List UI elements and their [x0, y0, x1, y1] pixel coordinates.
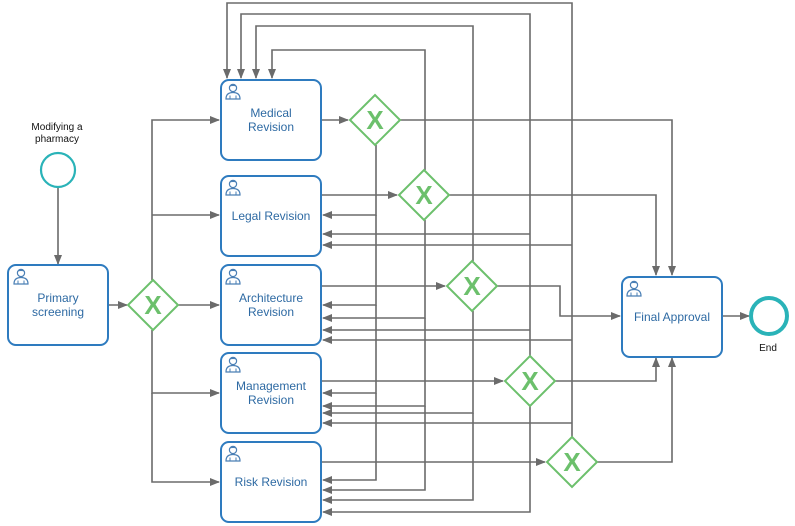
- exclusive-gateway-x-icon: X: [463, 271, 481, 301]
- task-primary-screening-label-1: Primary: [37, 291, 78, 305]
- loop-g5-to-medical: [223, 2, 573, 437]
- task-legal-revision[interactable]: Legal Revision: [220, 175, 322, 257]
- loop-g2-to-risk: [322, 406, 426, 494]
- task-architecture-revision-label-2: Revision: [248, 305, 294, 319]
- flow-g2-to-final: [449, 194, 660, 276]
- gateway-architecture-decision[interactable]: X: [445, 259, 499, 313]
- end-event[interactable]: [749, 296, 789, 336]
- task-medical-revision-label-1: Medical: [250, 106, 291, 120]
- loop-g4-to-risk: [322, 406, 531, 516]
- loop-g1-to-risk: [322, 393, 377, 484]
- flow-g3-to-final: [497, 285, 621, 320]
- task-medical-revision-label-2: Revision: [248, 120, 294, 134]
- gateway-management-decision[interactable]: X: [503, 354, 557, 408]
- flow-gateway-to-risk: [151, 393, 220, 486]
- task-risk-revision-label: Risk Revision: [235, 475, 308, 489]
- task-management-revision-label-2: Revision: [248, 393, 294, 407]
- loop-g4-to-medical: [237, 13, 531, 356]
- flow-g4-to-final: [555, 357, 660, 382]
- task-final-approval-label: Final Approval: [634, 310, 710, 324]
- task-final-approval[interactable]: Final Approval: [621, 276, 723, 358]
- gateway-risk-decision[interactable]: X: [545, 435, 599, 489]
- task-medical-revision[interactable]: Medical Revision: [220, 79, 322, 161]
- exclusive-gateway-x-icon: X: [366, 105, 384, 135]
- gateway-legal-decision[interactable]: X: [397, 168, 451, 222]
- loop-g3-to-management: [322, 311, 474, 417]
- gateway-split[interactable]: X: [126, 278, 180, 332]
- exclusive-gateway-x-icon: X: [144, 290, 162, 320]
- task-architecture-revision[interactable]: Architecture Revision: [220, 264, 322, 346]
- loop-g3-to-medical: [252, 25, 474, 261]
- loop-g1-to-legal: [322, 145, 377, 219]
- task-architecture-revision-label-1: Architecture: [239, 291, 303, 305]
- flow-g5-to-final: [597, 357, 676, 463]
- task-primary-screening-label-2: screening: [32, 305, 84, 319]
- flow-g1-to-final: [400, 119, 676, 276]
- start-event-label-line-2: pharmacy: [35, 134, 79, 145]
- loop-g1-to-architecture: [322, 215, 377, 309]
- end-event-label: End: [759, 343, 777, 354]
- flow-gateway-to-medical: [151, 116, 220, 280]
- task-legal-revision-label: Legal Revision: [232, 209, 311, 223]
- task-primary-screening[interactable]: Primary screening: [7, 264, 109, 346]
- exclusive-gateway-x-icon: X: [415, 180, 433, 210]
- task-risk-revision[interactable]: Risk Revision: [220, 441, 322, 523]
- loop-g2-to-medical: [268, 49, 426, 170]
- start-event[interactable]: [39, 151, 77, 189]
- exclusive-gateway-x-icon: X: [563, 447, 581, 477]
- flow-gateway-to-management: [151, 330, 220, 397]
- task-management-revision[interactable]: Management Revision: [220, 352, 322, 434]
- sequence-flows: [54, 2, 750, 516]
- start-event-label-line-1: Modifying a: [31, 122, 83, 133]
- gateway-medical-decision[interactable]: X: [348, 93, 402, 147]
- exclusive-gateway-x-icon: X: [521, 366, 539, 396]
- loop-g3-to-risk: [322, 413, 474, 504]
- task-management-revision-label-1: Management: [236, 379, 307, 393]
